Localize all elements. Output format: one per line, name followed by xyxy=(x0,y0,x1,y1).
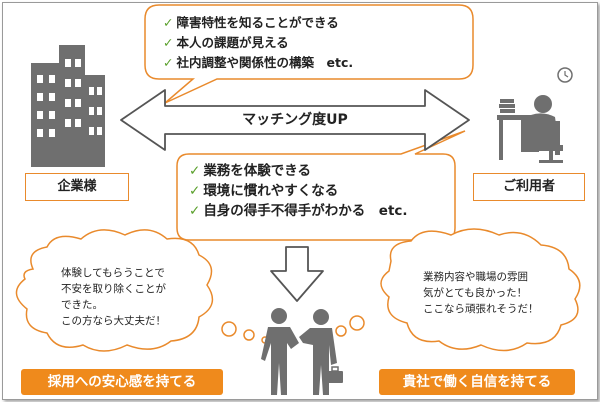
check-icon: ✓ xyxy=(163,55,174,70)
top-speech-bubble xyxy=(144,4,474,104)
right-cloud-line: 気がとても良かった！ xyxy=(423,287,528,299)
left-cloud-line: 不安を取り除くことが xyxy=(61,283,166,295)
left-cloud-text: 体験してもらうことで 不安を取り除くことが できた。 この方なら大丈夫だ！ xyxy=(61,265,166,329)
check-icon: ✓ xyxy=(189,163,201,179)
right-cloud-text: 業務内容や職場の雰囲 気がとても良かった！ ここなら頑張れそうだ！ xyxy=(423,269,539,317)
middle-bubble-item: ✓自身の得手不得手がわかる etc. xyxy=(189,201,408,221)
top-bubble-item: ✓社内調整や関係性の構築 etc. xyxy=(163,53,353,73)
top-bubble-item-text: 本人の課題が見える xyxy=(176,35,289,50)
result-down-arrow xyxy=(270,246,324,302)
check-icon: ✓ xyxy=(189,203,201,219)
office-worker-icon xyxy=(497,67,573,163)
top-bubble-item: ✓障害特性を知ることができる xyxy=(163,13,353,33)
office-building-icon xyxy=(31,45,105,167)
middle-bubble-item: ✓業務を体験できる xyxy=(189,161,408,181)
right-cloud-line: 業務内容や職場の雰囲 xyxy=(423,271,528,283)
top-bubble-item-text: 社内調整や関係性の構築 etc. xyxy=(176,55,354,70)
handshake-icon xyxy=(261,308,343,395)
company-label: 企業様 xyxy=(25,173,129,201)
matching-double-arrow xyxy=(120,89,470,151)
left-cloud-line: この方なら大丈夫だ！ xyxy=(61,315,166,327)
check-icon: ✓ xyxy=(189,183,201,199)
diagram-graphics xyxy=(15,4,581,395)
arrow-label: マッチング度UP xyxy=(242,112,348,128)
right-result-banner: 貴社で働く自信を持てる xyxy=(379,369,575,395)
middle-bubble-list: ✓業務を体験できる ✓環境に慣れやすくなる ✓自身の得手不得手がわかる etc. xyxy=(189,161,408,221)
right-cloud-line: ここなら頑張れそうだ！ xyxy=(423,303,539,315)
check-icon: ✓ xyxy=(163,35,174,50)
middle-bubble-item-text: 業務を体験できる xyxy=(203,163,312,179)
user-label: ご利用者 xyxy=(473,173,585,201)
top-bubble-item: ✓本人の課題が見える xyxy=(163,33,353,53)
middle-bubble-item: ✓環境に慣れやすくなる xyxy=(189,181,408,201)
check-icon: ✓ xyxy=(163,15,174,30)
top-bubble-item-text: 障害特性を知ることができる xyxy=(176,15,339,30)
middle-bubble-item-text: 環境に慣れやすくなる xyxy=(203,183,339,199)
middle-bubble-item-text: 自身の得手不得手がわかる etc. xyxy=(203,203,408,219)
top-bubble-list: ✓障害特性を知ることができる ✓本人の課題が見える ✓社内調整や関係性の構築 e… xyxy=(163,13,353,73)
right-thought-cloud xyxy=(324,228,581,352)
left-cloud-line: 体験してもらうことで xyxy=(61,267,165,279)
left-thought-cloud xyxy=(15,229,269,352)
left-result-banner: 採用への安心感を持てる xyxy=(21,369,223,395)
left-cloud-line: できた。 xyxy=(61,299,103,311)
